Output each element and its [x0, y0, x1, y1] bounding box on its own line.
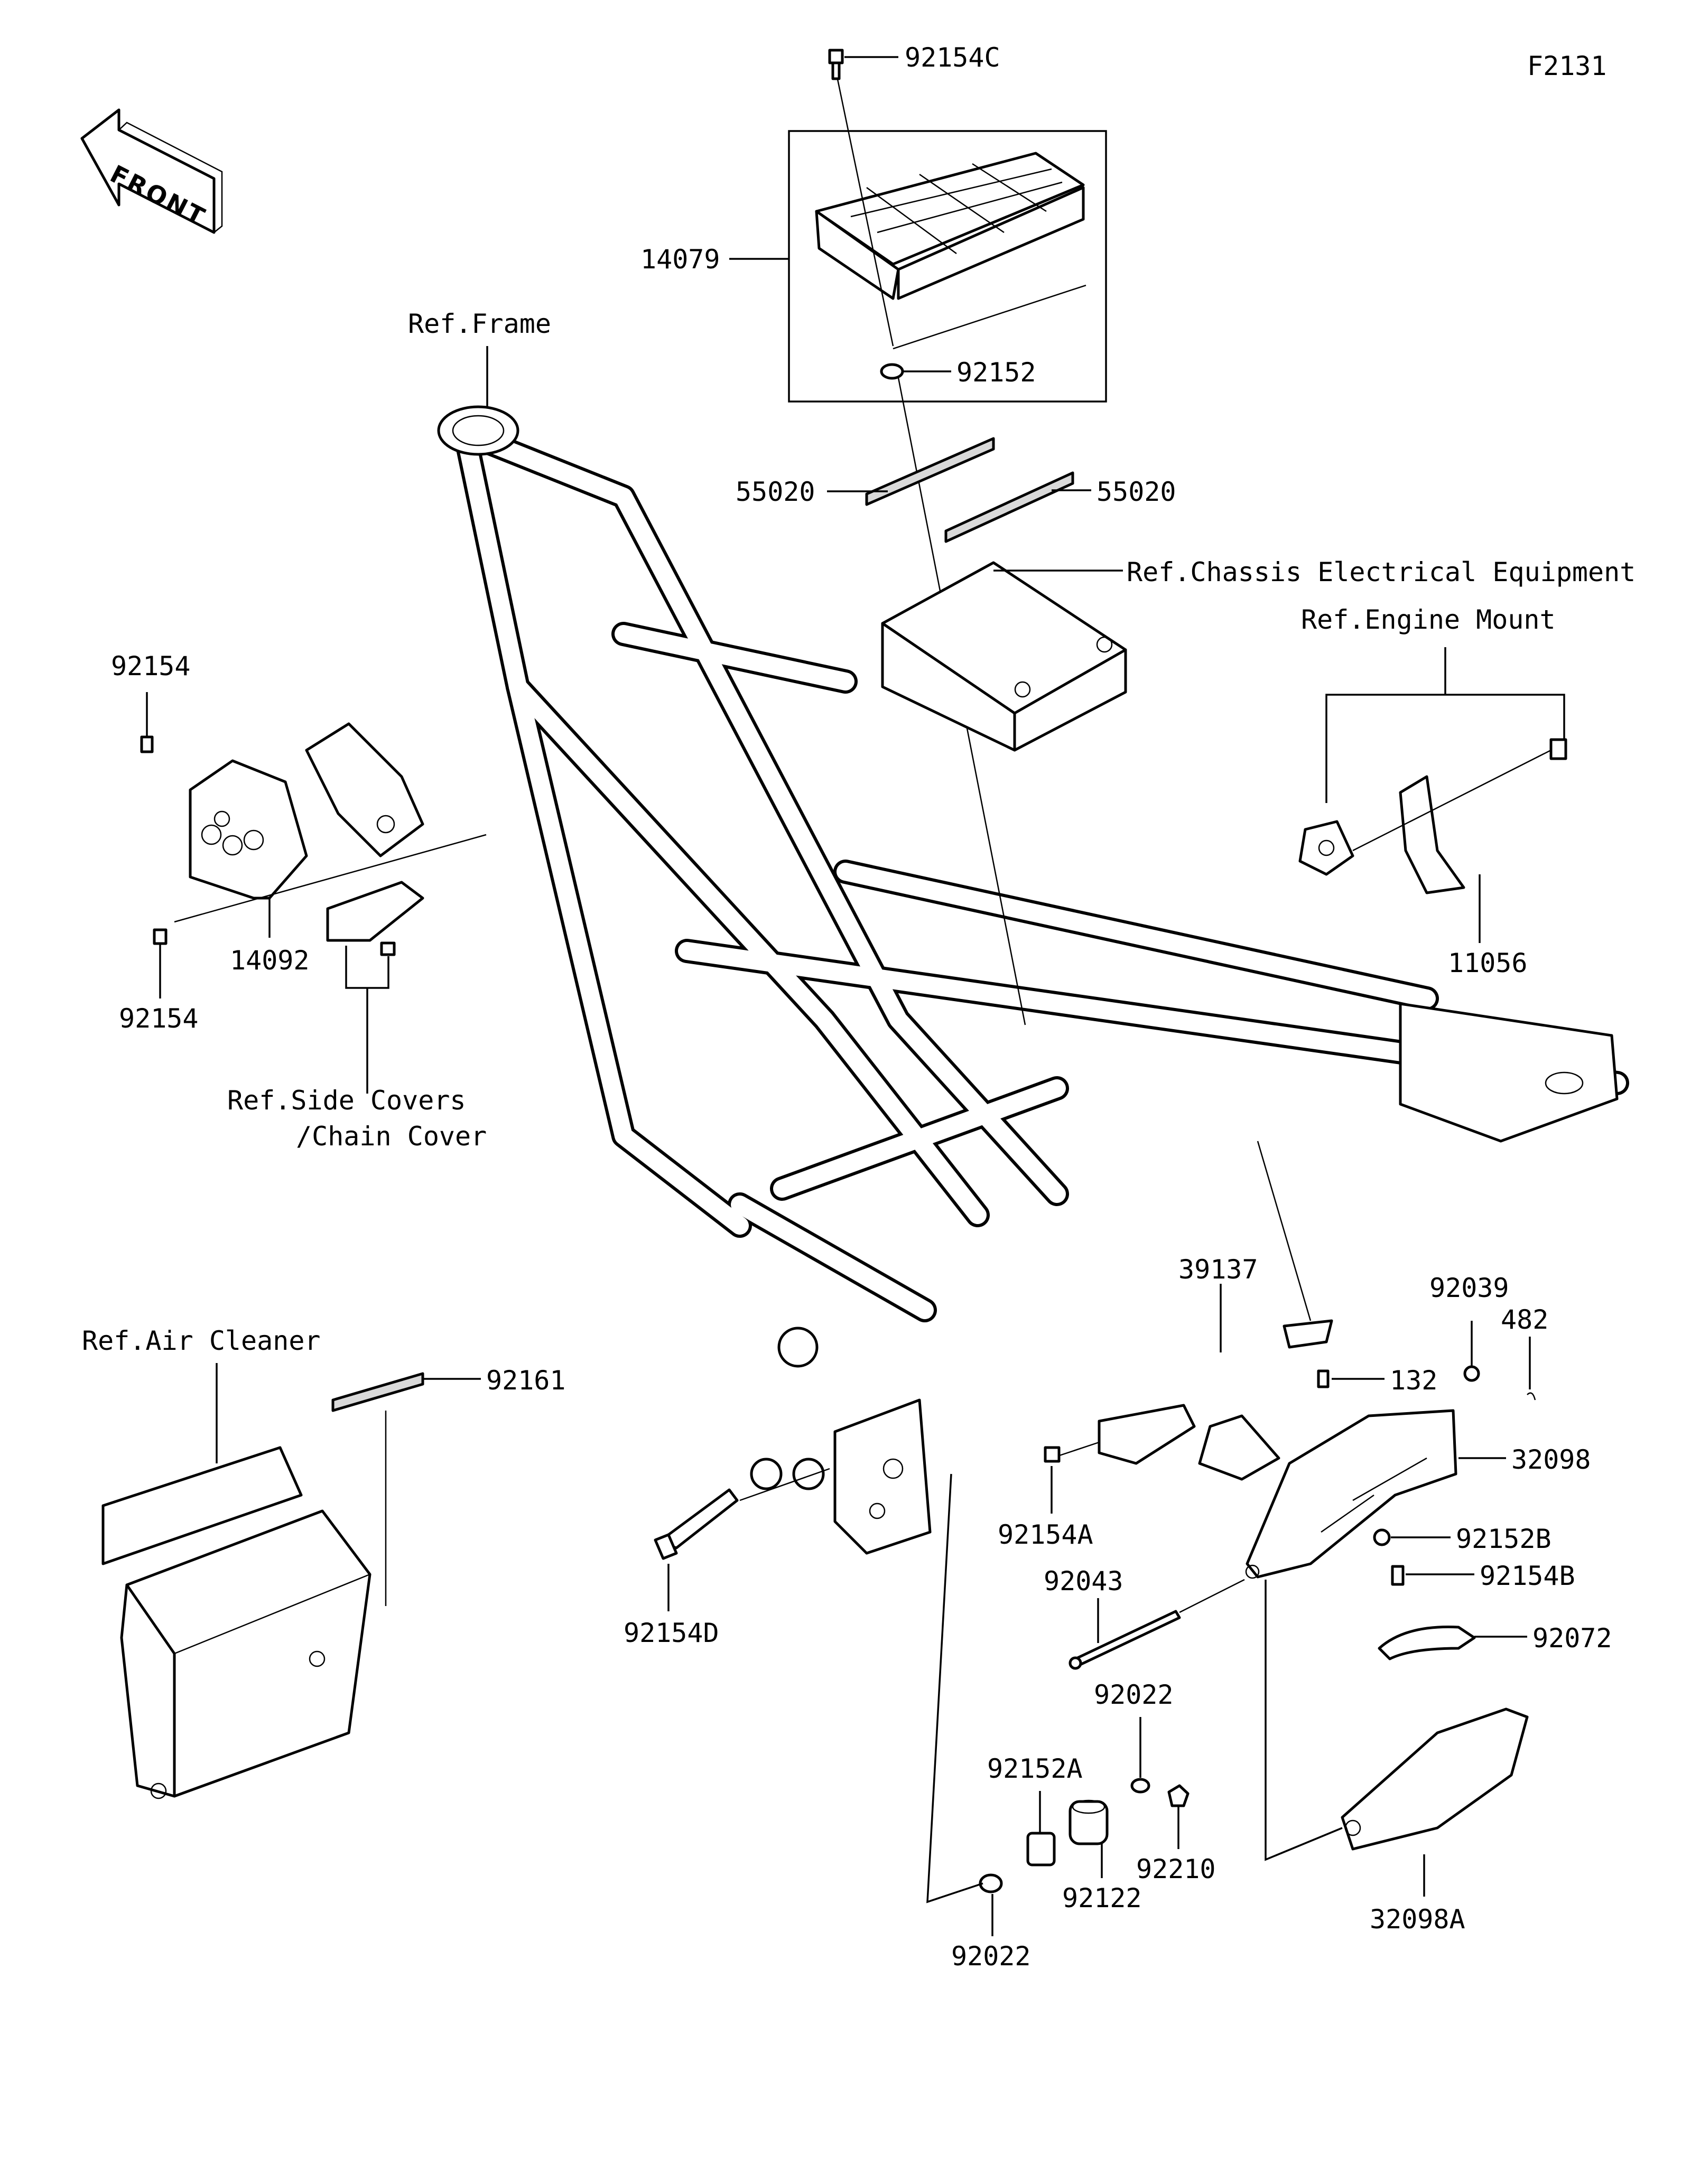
pad-55020-left: [865, 437, 995, 506]
label-92152a: 92152A: [987, 1753, 1083, 1784]
label-92152: 92152: [956, 357, 1036, 388]
bolt-92154-top: [140, 735, 154, 753]
sticker-92161: [331, 1372, 424, 1412]
ref-frame-label: Ref.Frame: [408, 309, 551, 339]
air-cleaner-box: [101, 1446, 371, 1799]
label-92154a: 92154A: [998, 1519, 1093, 1550]
label-92210: 92210: [1136, 1854, 1216, 1884]
tray-callout-box: [788, 130, 1107, 403]
label-92154c: 92154C: [905, 42, 1000, 73]
label-92072: 92072: [1532, 1623, 1612, 1654]
label-55020-left: 55020: [736, 477, 815, 507]
battery-drawing: [881, 561, 1127, 752]
frame-drawing: [437, 405, 1629, 1555]
label-482: 482: [1501, 1304, 1548, 1335]
grommet-92152b: [1373, 1528, 1391, 1546]
ref-engine-mount-label: Ref.Engine Mount: [1301, 604, 1556, 635]
washer-92022-upper: [1130, 1778, 1150, 1794]
grommet-92152: [880, 363, 904, 380]
clamp-92072: [1378, 1626, 1476, 1660]
label-32098: 32098: [1511, 1444, 1591, 1475]
ref-air-cleaner-label: Ref.Air Cleaner: [82, 1326, 321, 1356]
nut-92210: [1167, 1784, 1190, 1807]
guard-32098a: [1341, 1707, 1529, 1851]
bushing-92122: [1069, 1799, 1109, 1845]
label-92043: 92043: [1044, 1566, 1123, 1597]
cover-14092: [189, 759, 308, 900]
bracket-39137: [1098, 1319, 1333, 1481]
label-92022-upper: 92022: [1094, 1679, 1174, 1710]
label-92122: 92122: [1062, 1883, 1142, 1914]
label-92154-bottom: 92154: [119, 1003, 199, 1034]
label-11056: 11056: [1448, 948, 1528, 978]
label-55020-right: 55020: [1097, 477, 1176, 507]
label-132: 132: [1390, 1365, 1437, 1396]
label-92154d: 92154D: [624, 1618, 719, 1648]
engine-mount-bracket-11056: [1298, 738, 1567, 894]
collar-92152a: [1026, 1832, 1056, 1866]
label-32098a: 32098A: [1370, 1904, 1465, 1935]
front-arrow-icon: FRONT: [80, 108, 223, 234]
label-39137: 39137: [1178, 1254, 1258, 1285]
label-92022-lower: 92022: [951, 1941, 1031, 1972]
bolt-92154a: [1044, 1446, 1061, 1463]
label-14092: 14092: [230, 945, 310, 976]
label-14079: 14079: [640, 244, 720, 275]
figure-code: F2131: [1527, 51, 1607, 81]
bracket-side-cover: [305, 722, 424, 942]
ref-chassis-electrical-label: Ref.Chassis Electrical Equipment: [1127, 557, 1636, 587]
battery-tray-14079: [815, 152, 1085, 300]
guard-32098: [1245, 1409, 1457, 1579]
pad-55020-right: [944, 471, 1074, 543]
pin-92043: [1074, 1610, 1181, 1667]
clip-482: [1527, 1392, 1536, 1401]
washer-92022-lower: [979, 1873, 1003, 1893]
screw-132: [1317, 1369, 1330, 1388]
label-92039: 92039: [1429, 1273, 1509, 1303]
label-92161: 92161: [486, 1365, 566, 1396]
label-92152b: 92152B: [1456, 1524, 1551, 1554]
screw-92154c: [828, 49, 844, 80]
bolt-92154b: [1391, 1565, 1405, 1586]
label-92154-top: 92154: [111, 651, 191, 682]
bolt-92154d: [654, 1488, 739, 1560]
ref-side-covers-label-line1: Ref.Side Covers: [227, 1085, 466, 1116]
rivet-92039: [1463, 1365, 1480, 1382]
bolt-92154-bottom: [153, 928, 168, 945]
label-92154b: 92154B: [1480, 1561, 1575, 1591]
ref-side-covers-label-line2: /Chain Cover: [296, 1121, 487, 1152]
